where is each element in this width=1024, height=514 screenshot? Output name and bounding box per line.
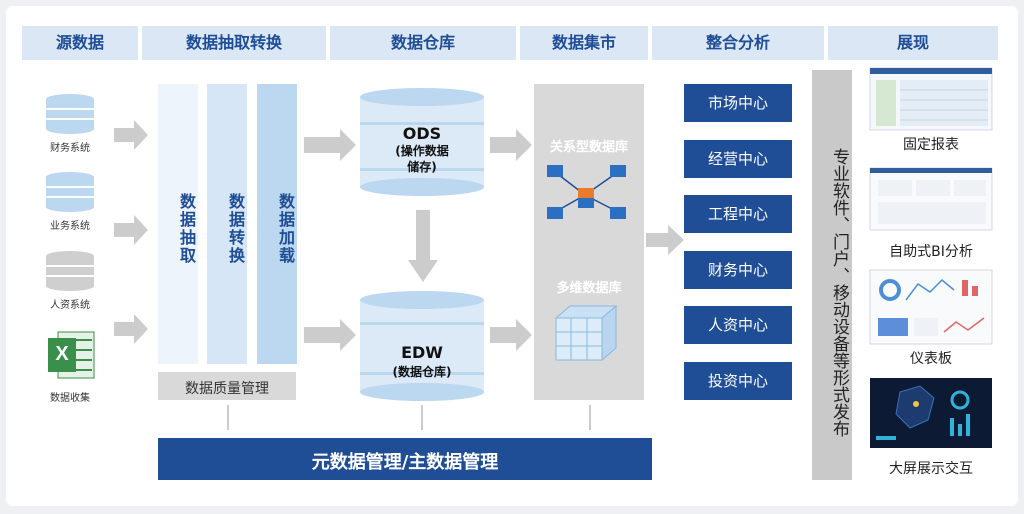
- extract-col-extract: 数据抽取: [177, 193, 196, 265]
- analysis-item-engineering: 工程中心: [684, 195, 792, 233]
- publish-column: [812, 70, 852, 480]
- header-mart: 数据集市: [551, 33, 616, 52]
- database-icon-hr: [46, 251, 94, 291]
- mart-relational-label: 关系型数据库: [549, 140, 628, 155]
- thumbnail-fixed-report: [869, 67, 993, 131]
- meta-bar-label: 元数据管理/主数据管理: [311, 452, 499, 473]
- header-bg-warehouse: [330, 26, 516, 60]
- source-label-finance: 财务系统: [50, 143, 90, 154]
- ods-subtitle-2: 储存): [407, 160, 437, 174]
- arrow-ods-to-mart: [490, 129, 532, 161]
- arrow-source-3: [114, 314, 148, 344]
- arrow-source-2: [114, 215, 148, 245]
- header-bg-source: [22, 26, 138, 60]
- edw-cylinder: [360, 291, 484, 401]
- thumbnail-dashboard: [869, 269, 993, 345]
- thumbnail-big-screen: [870, 378, 992, 448]
- multidim-cube-icon: [554, 304, 618, 362]
- relational-network-icon: [547, 165, 626, 219]
- header-bg-extract: [142, 26, 326, 60]
- display-label-big-screen: 大屏展示交互: [889, 461, 973, 477]
- database-icon-business: [46, 172, 94, 212]
- arrow-source-1: [114, 120, 148, 150]
- header-extract: 数据抽取转换: [185, 33, 282, 52]
- database-icon-finance: [46, 94, 94, 134]
- display-label-fixed-report: 固定报表: [903, 137, 959, 153]
- source-label-business: 业务系统: [50, 221, 90, 232]
- extract-col-bg-1: [158, 84, 198, 364]
- header-analysis: 整合分析: [705, 33, 770, 52]
- display-label-self-bi: 自助式BI分析: [889, 244, 973, 260]
- source-label-collect: 数据收集: [50, 393, 90, 404]
- analysis-item-hr: 人资中心: [684, 306, 792, 344]
- header-bg-analysis: [652, 26, 824, 60]
- edw-title: EDW: [401, 343, 443, 362]
- ods-title: ODS: [402, 124, 442, 143]
- header-bg-mart: [520, 26, 648, 60]
- header-warehouse: 数据仓库: [390, 33, 455, 52]
- analysis-item-operation: 经营中心: [684, 140, 792, 178]
- quality-bg: [158, 372, 296, 400]
- arrow-edw-to-mart: [490, 319, 532, 351]
- extract-col-bg-3: [257, 84, 297, 364]
- meta-bar-bg: [158, 438, 652, 480]
- analysis-item-market: 市场中心: [684, 84, 792, 122]
- publish-text: 专业软件、门户、移动设备等形式发布: [829, 147, 849, 437]
- extract-col-transform: 数据转换: [226, 193, 245, 265]
- arrow-to-edw: [304, 319, 356, 351]
- excel-icon: [48, 331, 95, 379]
- header-display: 展现: [896, 33, 929, 52]
- ods-subtitle-1: (操作数据: [395, 144, 449, 158]
- analysis-item-finance: 财务中心: [684, 251, 792, 289]
- source-label-hr: 人资系统: [50, 300, 90, 311]
- header-bg-display: [828, 26, 998, 60]
- arrow-ods-to-edw: [408, 210, 438, 282]
- excel-letter: X: [55, 343, 69, 365]
- extract-col-load: 数据加载: [276, 193, 295, 265]
- mart-multidim-label: 多维数据库: [556, 281, 622, 296]
- edw-subtitle: (数据仓库): [392, 365, 452, 379]
- arrow-to-ods: [304, 129, 356, 161]
- analysis-item-investment: 投资中心: [684, 362, 792, 400]
- extract-col-bg-2: [207, 84, 247, 364]
- arrow-mart-to-analysis: [646, 225, 684, 255]
- thumbnail-self-bi: [869, 167, 993, 231]
- display-label-dashboard: 仪表板: [910, 351, 952, 367]
- header-source: 源数据: [55, 33, 104, 52]
- quality-label: 数据质量管理: [185, 381, 269, 397]
- ods-cylinder: [360, 88, 484, 196]
